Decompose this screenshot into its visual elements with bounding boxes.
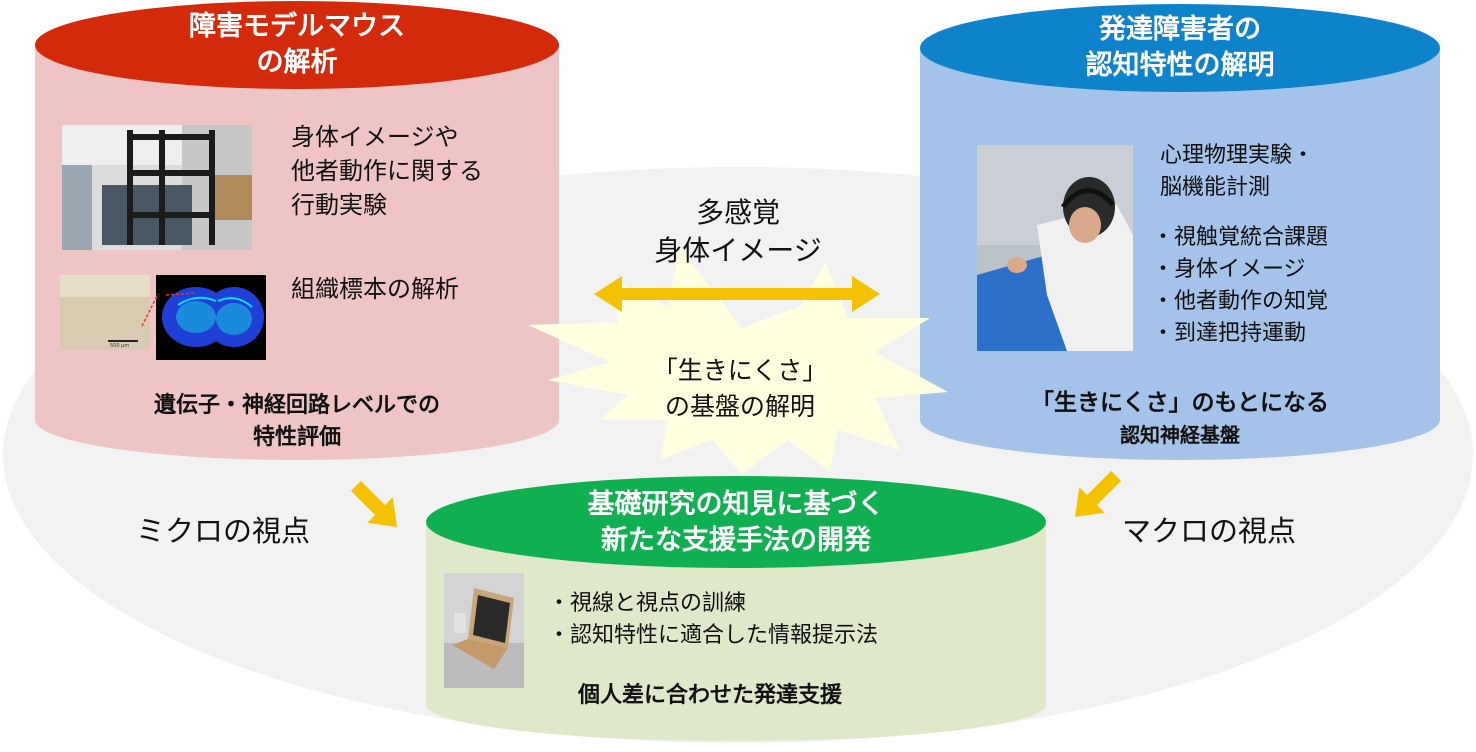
- bottom-bullet-list: ・視線と視点の訓練 ・認知特性に適合した情報提示法: [548, 588, 878, 652]
- left-title-line1: 障害モデルマウス: [189, 11, 405, 42]
- left-cylinder-top: [35, 1, 559, 89]
- micro-arrow: [351, 481, 397, 527]
- bottom-cylinder: [426, 476, 1046, 741]
- apparatus-image: [62, 125, 252, 250]
- tissue-analysis-text: 組織標本の解析: [291, 275, 459, 303]
- method-text-line1: 心理物理実験・: [1160, 143, 1315, 168]
- right-cylinder-top: [920, 4, 1440, 92]
- laptop-photo: [444, 573, 524, 688]
- zoom-indicator-line: [141, 293, 159, 327]
- tissue-sample-photo: 500 μm: [60, 275, 150, 350]
- left-footer: 遺伝子・神経回路レベルでの 特性評価: [35, 390, 559, 454]
- behavior-text-line3: 行動実験: [291, 191, 387, 219]
- behavior-text-line1: 身体イメージや: [291, 123, 459, 151]
- left-title-line2: の解析: [256, 47, 338, 78]
- burst-label-line2: の基盤の解明: [664, 392, 815, 421]
- mouse-apparatus-photo: [62, 125, 252, 250]
- laptop-image: [444, 573, 524, 688]
- double-arrow: [594, 276, 880, 312]
- bottom-bullet-item: ・認知特性に適合した情報提示法: [548, 623, 879, 648]
- right-title-line1: 発達障害者の: [1099, 14, 1261, 45]
- bottom-title: 基礎研究の知見に基づく 新たな支援手法の開発: [426, 487, 1046, 559]
- left-footer-line1: 遺伝子・神経回路レベルでの: [153, 393, 440, 418]
- right-bullet-item: ・視触覚統合課題: [1152, 225, 1329, 250]
- macro-arrow: [1075, 471, 1121, 517]
- right-title-line2: 認知特性の解明: [1085, 50, 1275, 81]
- right-footer: 「生きにくさ」のもとになる 認知神経基盤: [920, 386, 1440, 450]
- arrow-label-line2: 身体イメージ: [654, 234, 822, 267]
- right-bullet-item: ・到達把持運動: [1152, 321, 1307, 346]
- experiment-participant-photo: [977, 145, 1133, 351]
- bottom-footer: 個人差に合わせた発達支援: [578, 683, 843, 708]
- brain-section-photo: [156, 275, 266, 360]
- arrow-label: 多感覚 身体イメージ: [590, 194, 886, 270]
- participant-image: [977, 145, 1133, 351]
- scale-bar-label: 500 μm: [110, 343, 130, 349]
- right-footer-line1: 「生きにくさ」のもとになる: [1030, 390, 1330, 416]
- behavior-text-line2: 他者動作に関する: [291, 157, 483, 185]
- burst-label-line1: 「生きにくさ」: [652, 356, 828, 385]
- bottom-cylinder-top: [426, 476, 1046, 568]
- method-text-line2: 脳機能計測: [1160, 175, 1271, 200]
- bottom-title-line2: 新たな支援手法の開発: [601, 525, 871, 556]
- right-bullet-item: ・身体イメージ: [1152, 257, 1306, 282]
- macro-perspective-label: マクロの視点: [1122, 514, 1297, 548]
- bottom-bullet-item: ・視線と視点の訓練: [548, 591, 747, 616]
- arrow-label-line1: 多感覚: [695, 196, 780, 229]
- bottom-title-line1: 基礎研究の知見に基づく: [587, 489, 885, 520]
- right-title: 発達障害者の 認知特性の解明: [920, 12, 1440, 84]
- micro-perspective-label: ミクロの視点: [136, 514, 311, 548]
- method-text: 心理物理実験・ 脳機能計測: [1160, 140, 1314, 204]
- left-title: 障害モデルマウス の解析: [35, 9, 559, 81]
- left-footer-line2: 特性評価: [252, 425, 341, 450]
- behavior-experiment-text: 身体イメージや 他者動作に関する 行動実験: [291, 120, 483, 222]
- brain-image: [156, 275, 266, 360]
- insight-burst: [528, 248, 948, 474]
- right-bullet-item: ・他者動作の知覚: [1152, 289, 1329, 314]
- burst-label: 「生きにくさ」 の基盤の解明: [620, 353, 860, 425]
- tissue-image: [60, 275, 150, 350]
- right-bullet-list: ・視触覚統合課題 ・身体イメージ ・他者動作の知覚 ・到達把持運動: [1152, 222, 1328, 350]
- right-footer-line2: 認知神経基盤: [1120, 423, 1240, 447]
- bottom-cylinder-body: [426, 522, 1046, 741]
